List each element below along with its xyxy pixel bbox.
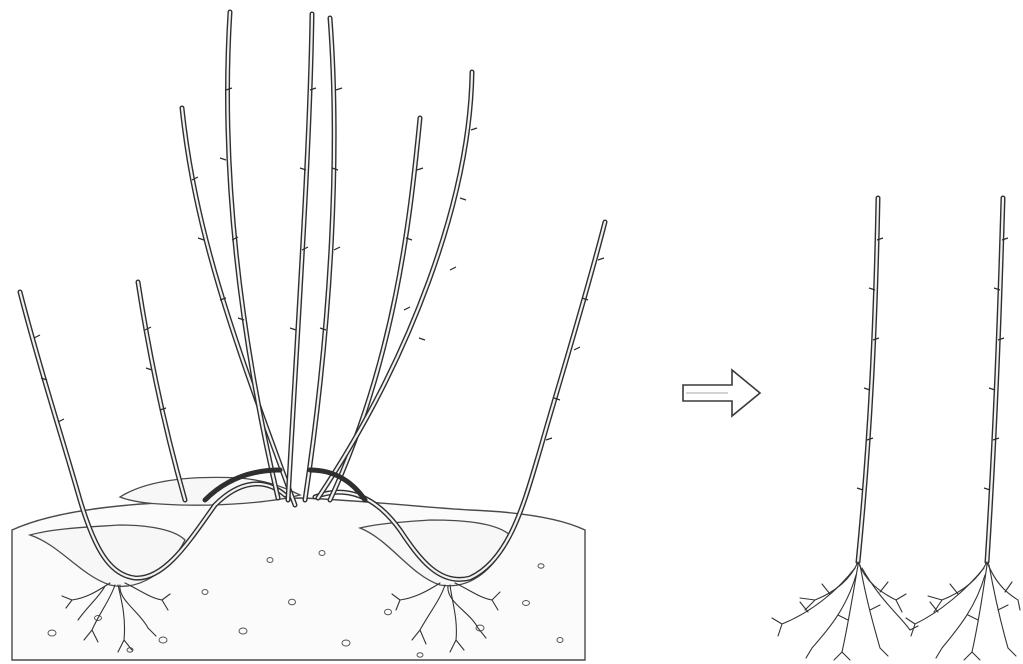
soil-bed <box>12 477 585 660</box>
rooted-cuttings <box>772 198 1020 660</box>
cutting-2-roots <box>906 562 1020 660</box>
rooted-cutting-2 <box>906 198 1020 660</box>
rooted-cutting-1 <box>772 198 918 660</box>
upright-canes <box>138 12 472 505</box>
right-arrow <box>683 370 760 416</box>
cutting-1-roots <box>772 562 918 660</box>
layered-bush-in-soil <box>12 12 605 660</box>
